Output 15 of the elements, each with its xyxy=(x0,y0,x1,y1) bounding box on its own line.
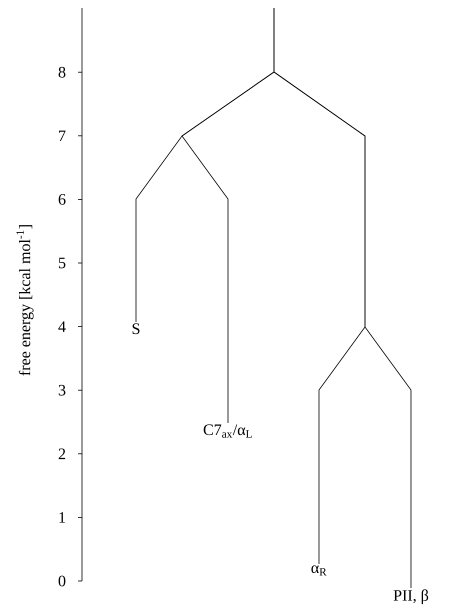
minimum-label: S xyxy=(132,323,140,334)
tick-label: 7 xyxy=(59,130,66,142)
minimum-label: α$_{R}$ xyxy=(311,565,327,576)
minimum-label: PII, β xyxy=(394,589,428,604)
tick-label: 1 xyxy=(59,512,66,523)
tick-label: 2 xyxy=(58,448,66,460)
tick-label: 0 xyxy=(58,576,66,586)
tick-label: 8 xyxy=(58,66,66,78)
tree-branch xyxy=(274,8,412,588)
tick-label: 6 xyxy=(58,194,66,205)
tick-label: 4 xyxy=(58,321,66,332)
tick-label: 3 xyxy=(58,384,66,396)
tick-label: 5 xyxy=(58,258,66,268)
axis-title: free energy [kcal mol$^{-1}$] xyxy=(16,225,34,376)
minimum-label: C7$_{ax}$/α$_{L}$ xyxy=(204,424,252,438)
